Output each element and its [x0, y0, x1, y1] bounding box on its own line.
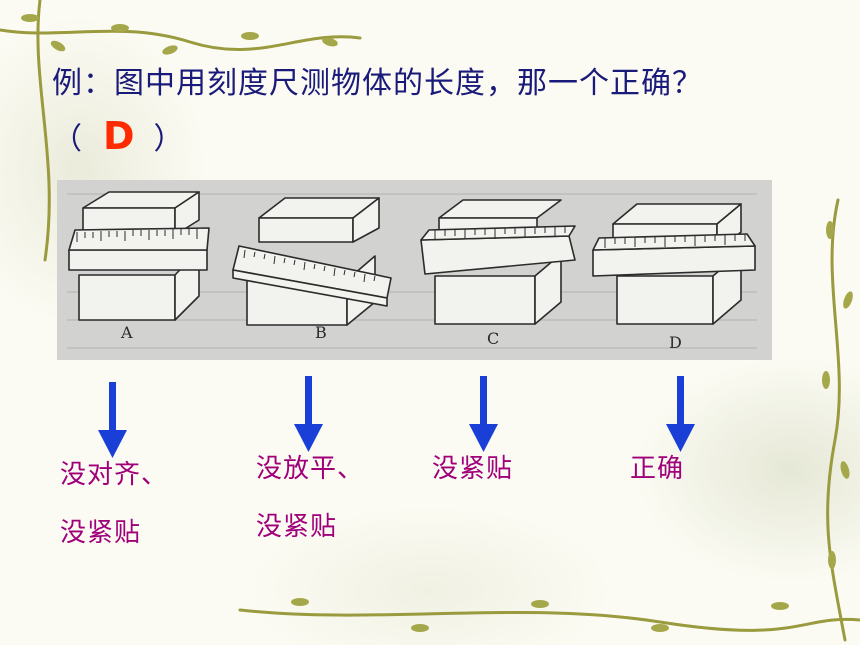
label-c-line1: 没紧贴: [432, 454, 514, 484]
panel-letter-a: A: [120, 323, 133, 342]
panel-c-drawing: [420, 199, 576, 325]
label-c: 没紧贴: [432, 440, 513, 498]
question-suffix: ）: [153, 122, 185, 157]
label-a-line2: 没紧贴: [60, 518, 142, 548]
label-a-line1: 没对齐、: [60, 460, 169, 490]
label-b: 没放平、 没紧贴: [256, 440, 364, 556]
label-d: 正确: [630, 440, 684, 498]
panel-letter-d: D: [669, 333, 682, 352]
down-arrow-icon: [666, 376, 695, 452]
panel-a-drawing: [68, 191, 210, 321]
ruler-measurement-figure: A B C D: [57, 180, 772, 360]
down-arrow-icon: [469, 376, 498, 452]
ruler-illustrations: A B C D: [67, 191, 757, 352]
panel-letter-c: C: [487, 329, 499, 348]
label-b-line1: 没放平、: [256, 454, 365, 484]
down-arrow-icon: [294, 376, 323, 452]
label-a: 没对齐、 没紧贴: [60, 446, 168, 562]
label-b-line2: 没紧贴: [256, 512, 338, 542]
panel-b-drawing: [232, 197, 392, 326]
question-text: 例：图中用刻度尺测物体的长度，那一个正确？（D ）: [52, 58, 812, 166]
label-d-line1: 正确: [630, 454, 685, 484]
panel-d-drawing: [592, 203, 756, 325]
question-prefix: 例：图中用刻度尺测物体的长度，那一个正确？（: [52, 66, 703, 157]
answer-letter: D: [103, 114, 136, 158]
panel-letter-b: B: [315, 323, 327, 342]
down-arrow-icon: [98, 382, 127, 458]
